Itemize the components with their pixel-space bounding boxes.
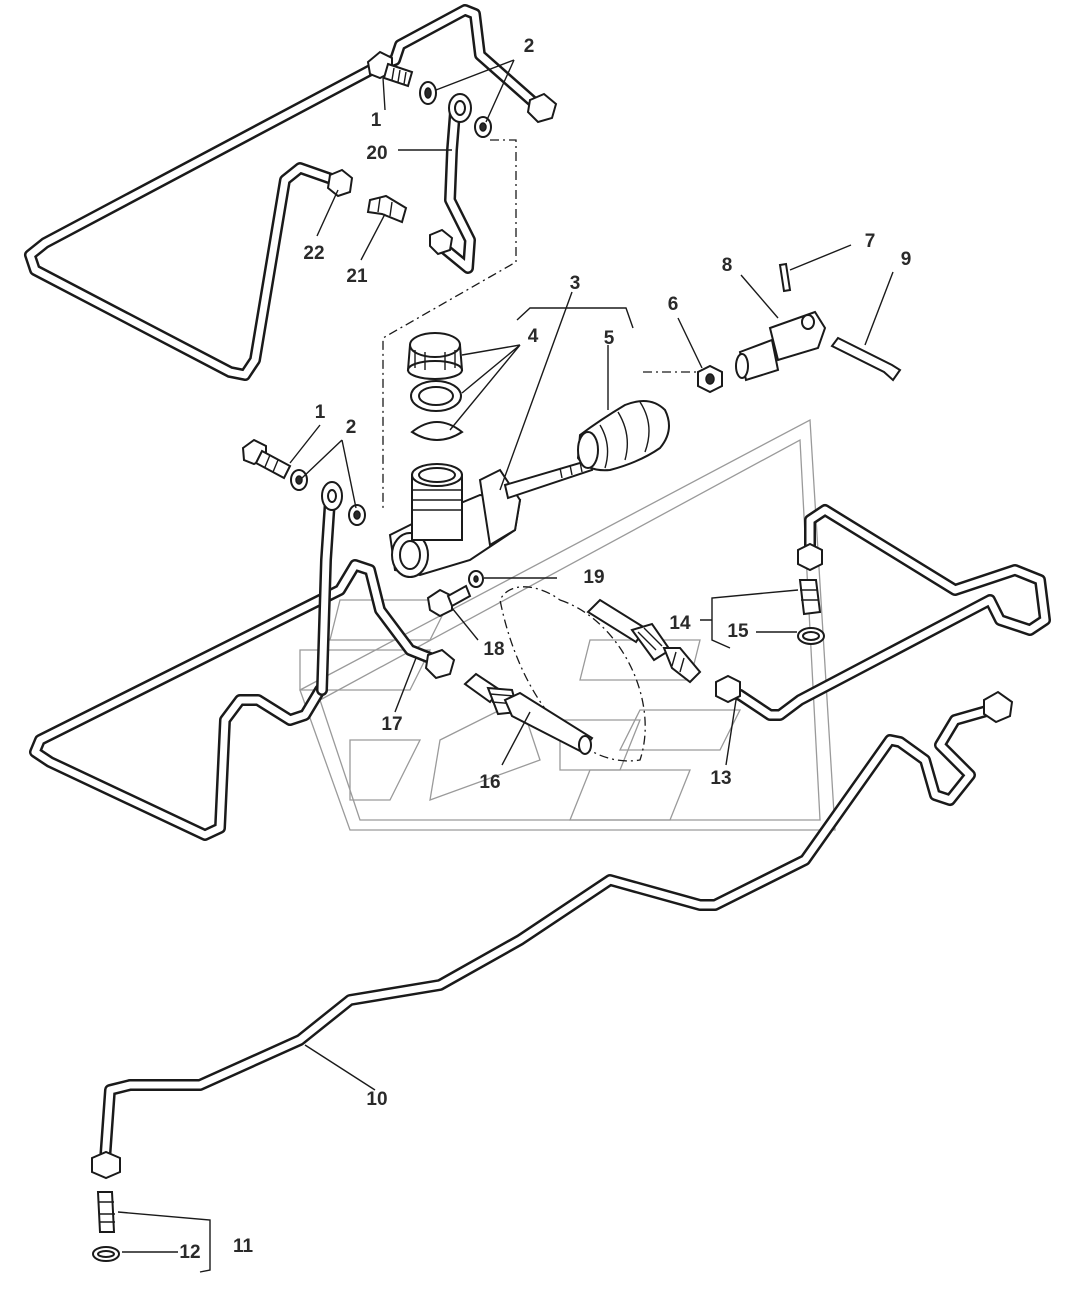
right-frame-pipe <box>715 504 1051 721</box>
pipe-17 <box>316 481 343 696</box>
hose-16 <box>463 672 594 755</box>
callout-8: 8 <box>722 255 733 276</box>
callout-4: 4 <box>528 326 539 347</box>
callout-16: 16 <box>479 772 500 793</box>
callout-15: 15 <box>727 621 749 642</box>
callout-12: 12 <box>179 1242 200 1263</box>
callout-11: 11 <box>233 1236 254 1257</box>
washer-15 <box>797 627 825 645</box>
callout-17: 17 <box>381 714 402 735</box>
top-frame-pipe <box>24 4 558 381</box>
watermark-logo <box>299 418 836 831</box>
callout-1-top: 1 <box>371 110 382 131</box>
master-cylinder <box>388 458 594 578</box>
clevis-8 <box>735 310 827 382</box>
callout-1-mid: 1 <box>315 402 326 423</box>
bolt-1-top <box>366 50 414 88</box>
fitting-14 <box>798 579 822 616</box>
pin-7 <box>778 262 792 293</box>
left-frame-pipe <box>29 559 456 841</box>
pin-9 <box>830 336 902 382</box>
bolt-18 <box>426 584 472 618</box>
washer-2-mid <box>290 469 366 526</box>
callout-5: 5 <box>604 328 615 349</box>
washer-19 <box>468 570 484 588</box>
callout-20: 20 <box>366 143 387 164</box>
callout-10: 10 <box>366 1089 387 1110</box>
callout-13: 13 <box>710 768 731 789</box>
fitting-11 <box>96 1191 116 1233</box>
alignment-line-top <box>382 139 517 510</box>
callout-18: 18 <box>483 639 504 660</box>
callout-7: 7 <box>865 231 876 252</box>
washer-12 <box>92 1246 120 1262</box>
washer-2-top <box>419 81 492 138</box>
nut-6 <box>697 364 723 394</box>
fitting-21 <box>366 194 408 224</box>
callout-6: 6 <box>668 294 679 315</box>
bolt-1-mid <box>241 438 292 480</box>
callouts: 2 1 20 22 21 3 4 5 6 7 8 9 1 2 19 14 15 … <box>179 36 911 1263</box>
long-pipe-10 <box>91 690 1014 1180</box>
callout-9: 9 <box>901 249 912 270</box>
callout-19: 19 <box>583 567 604 588</box>
reservoir-cap-4 <box>406 332 464 441</box>
leader-lines <box>117 59 894 1273</box>
callout-21: 21 <box>346 266 368 287</box>
callout-14: 14 <box>669 613 691 634</box>
callout-22: 22 <box>303 243 324 264</box>
hose-14-segment <box>586 598 702 684</box>
callout-2-mid: 2 <box>346 417 357 438</box>
callout-3: 3 <box>570 273 581 294</box>
pipe-20 <box>429 93 476 274</box>
boot-5 <box>576 400 670 472</box>
callout-2-top: 2 <box>524 36 535 57</box>
